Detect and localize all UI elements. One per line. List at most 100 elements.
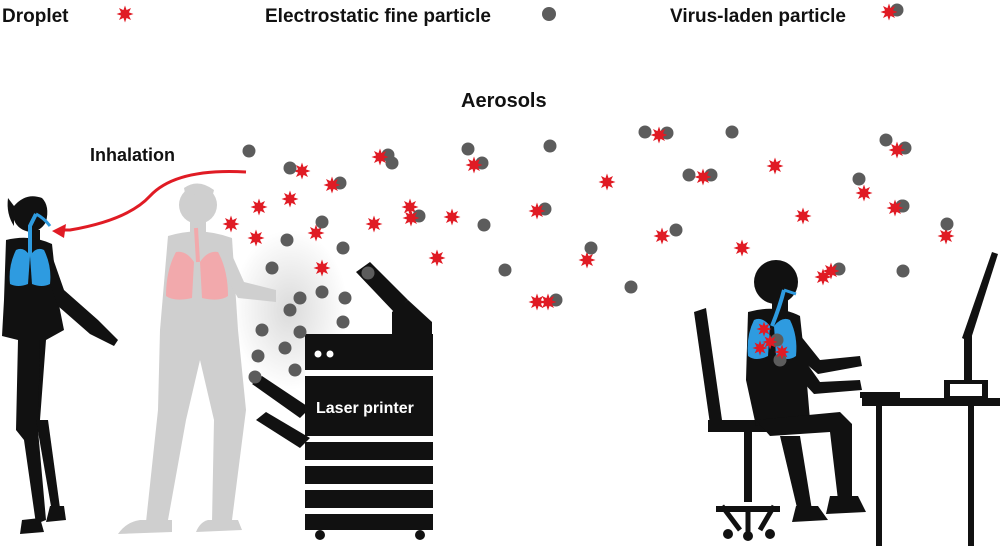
droplet-part	[880, 3, 898, 21]
fine-particle-icon	[542, 7, 556, 21]
monitor-stand	[964, 336, 972, 380]
droplet-particle	[443, 208, 461, 226]
printer-paper-tray	[256, 412, 310, 448]
fine-particle	[338, 291, 352, 305]
virus-laden-particle	[402, 209, 426, 227]
standing-woman-lungs	[9, 212, 52, 286]
fine-particle	[255, 323, 269, 337]
fine-particle	[498, 263, 512, 277]
workstation	[860, 252, 1000, 546]
droplet-particle	[428, 249, 446, 267]
fine-particle	[293, 325, 307, 339]
printer-indicator-light	[326, 350, 334, 358]
printer-drawer	[305, 490, 433, 508]
droplet-part	[465, 156, 483, 174]
fine-particle	[896, 264, 910, 278]
droplet-part	[323, 176, 341, 194]
droplet-icon-shape	[116, 5, 134, 23]
droplet-particle	[578, 251, 596, 269]
droplet-particle	[937, 227, 955, 245]
printer-base	[305, 514, 433, 530]
aerosols-label: Aerosols	[461, 90, 547, 112]
inhalation-label: Inhalation	[90, 145, 175, 165]
fine-particle	[940, 217, 954, 231]
fine-particle	[638, 125, 652, 139]
fine-particle	[669, 223, 683, 237]
droplet-particle	[653, 227, 671, 245]
virus-particle-icon-shape	[880, 3, 904, 21]
legend: Droplet Electrostatic fine particle Viru…	[2, 3, 904, 27]
fine-particle	[248, 370, 262, 384]
fine-particle	[251, 349, 265, 363]
fine-particle	[293, 291, 307, 305]
virus-laden-particle	[539, 293, 563, 311]
printer-body	[305, 376, 433, 436]
fine-particle	[852, 172, 866, 186]
fine-particle	[477, 218, 491, 232]
droplet-particle	[250, 198, 268, 216]
fine-particle	[773, 353, 787, 367]
fine-particle	[278, 341, 292, 355]
legend-droplet-label: Droplet	[2, 6, 69, 27]
droplet-particle	[222, 215, 240, 233]
droplet-particle	[733, 239, 751, 257]
droplet-particle	[247, 229, 265, 247]
fine-particle	[283, 161, 297, 175]
printer-indicator-light	[314, 350, 322, 358]
virus-laden-particle	[465, 156, 489, 174]
droplet-particle	[794, 207, 812, 225]
inhaled-droplet	[774, 344, 790, 360]
fine-particle	[265, 261, 279, 275]
virus-laden-particle	[650, 126, 674, 144]
virus-laden-particle	[694, 168, 718, 186]
inhaled-droplet	[756, 321, 772, 337]
fine-particle	[682, 168, 696, 182]
droplet-particle	[293, 162, 311, 180]
droplet-part	[402, 209, 420, 227]
virus-laden-particle	[528, 202, 552, 220]
droplet-part	[528, 202, 546, 220]
droplet-particle	[313, 259, 331, 277]
fine-particle	[242, 144, 256, 158]
legend-virus-particle-label: Virus-laden particle	[670, 6, 846, 27]
monitor-screen	[962, 252, 998, 342]
printer-drawer	[305, 442, 433, 460]
virus-laden-particle	[886, 199, 910, 217]
droplet-part	[539, 293, 557, 311]
standing-woman	[2, 196, 118, 534]
droplet-particle	[855, 184, 873, 202]
droplet-part	[886, 199, 904, 217]
aerosol-particles	[222, 125, 955, 384]
inhaled-droplet	[752, 340, 768, 356]
droplet-icon	[116, 5, 134, 23]
fine-particle	[461, 142, 475, 156]
fine-particle	[336, 315, 350, 329]
virus-laden-particle	[888, 141, 912, 159]
fine-particle	[315, 215, 329, 229]
fine-particle	[336, 241, 350, 255]
ghost-person-lungs	[166, 227, 228, 300]
ghost-person	[118, 183, 276, 534]
fine-particle	[283, 303, 297, 317]
droplet-particle	[598, 173, 616, 191]
fine-particle	[361, 266, 375, 280]
printer-top-unit	[305, 334, 433, 370]
droplet-particle	[528, 293, 546, 311]
fine-particle	[280, 233, 294, 247]
fine-particle	[584, 241, 598, 255]
droplet-part	[650, 126, 668, 144]
fine-particle	[288, 363, 302, 377]
virus-laden-particle	[822, 262, 846, 280]
droplet-particle	[281, 190, 299, 208]
inhalation-arrow	[52, 170, 247, 238]
desk-top	[862, 398, 1000, 406]
fine-particle	[879, 133, 893, 147]
virus-laden-particle	[323, 176, 347, 194]
virus-particle-icon	[880, 3, 904, 21]
fine-particle	[315, 285, 329, 299]
droplet-particle	[401, 198, 419, 216]
printer-label: Laser printer	[316, 400, 414, 417]
droplet-part	[888, 141, 906, 159]
droplet-particle	[766, 157, 784, 175]
